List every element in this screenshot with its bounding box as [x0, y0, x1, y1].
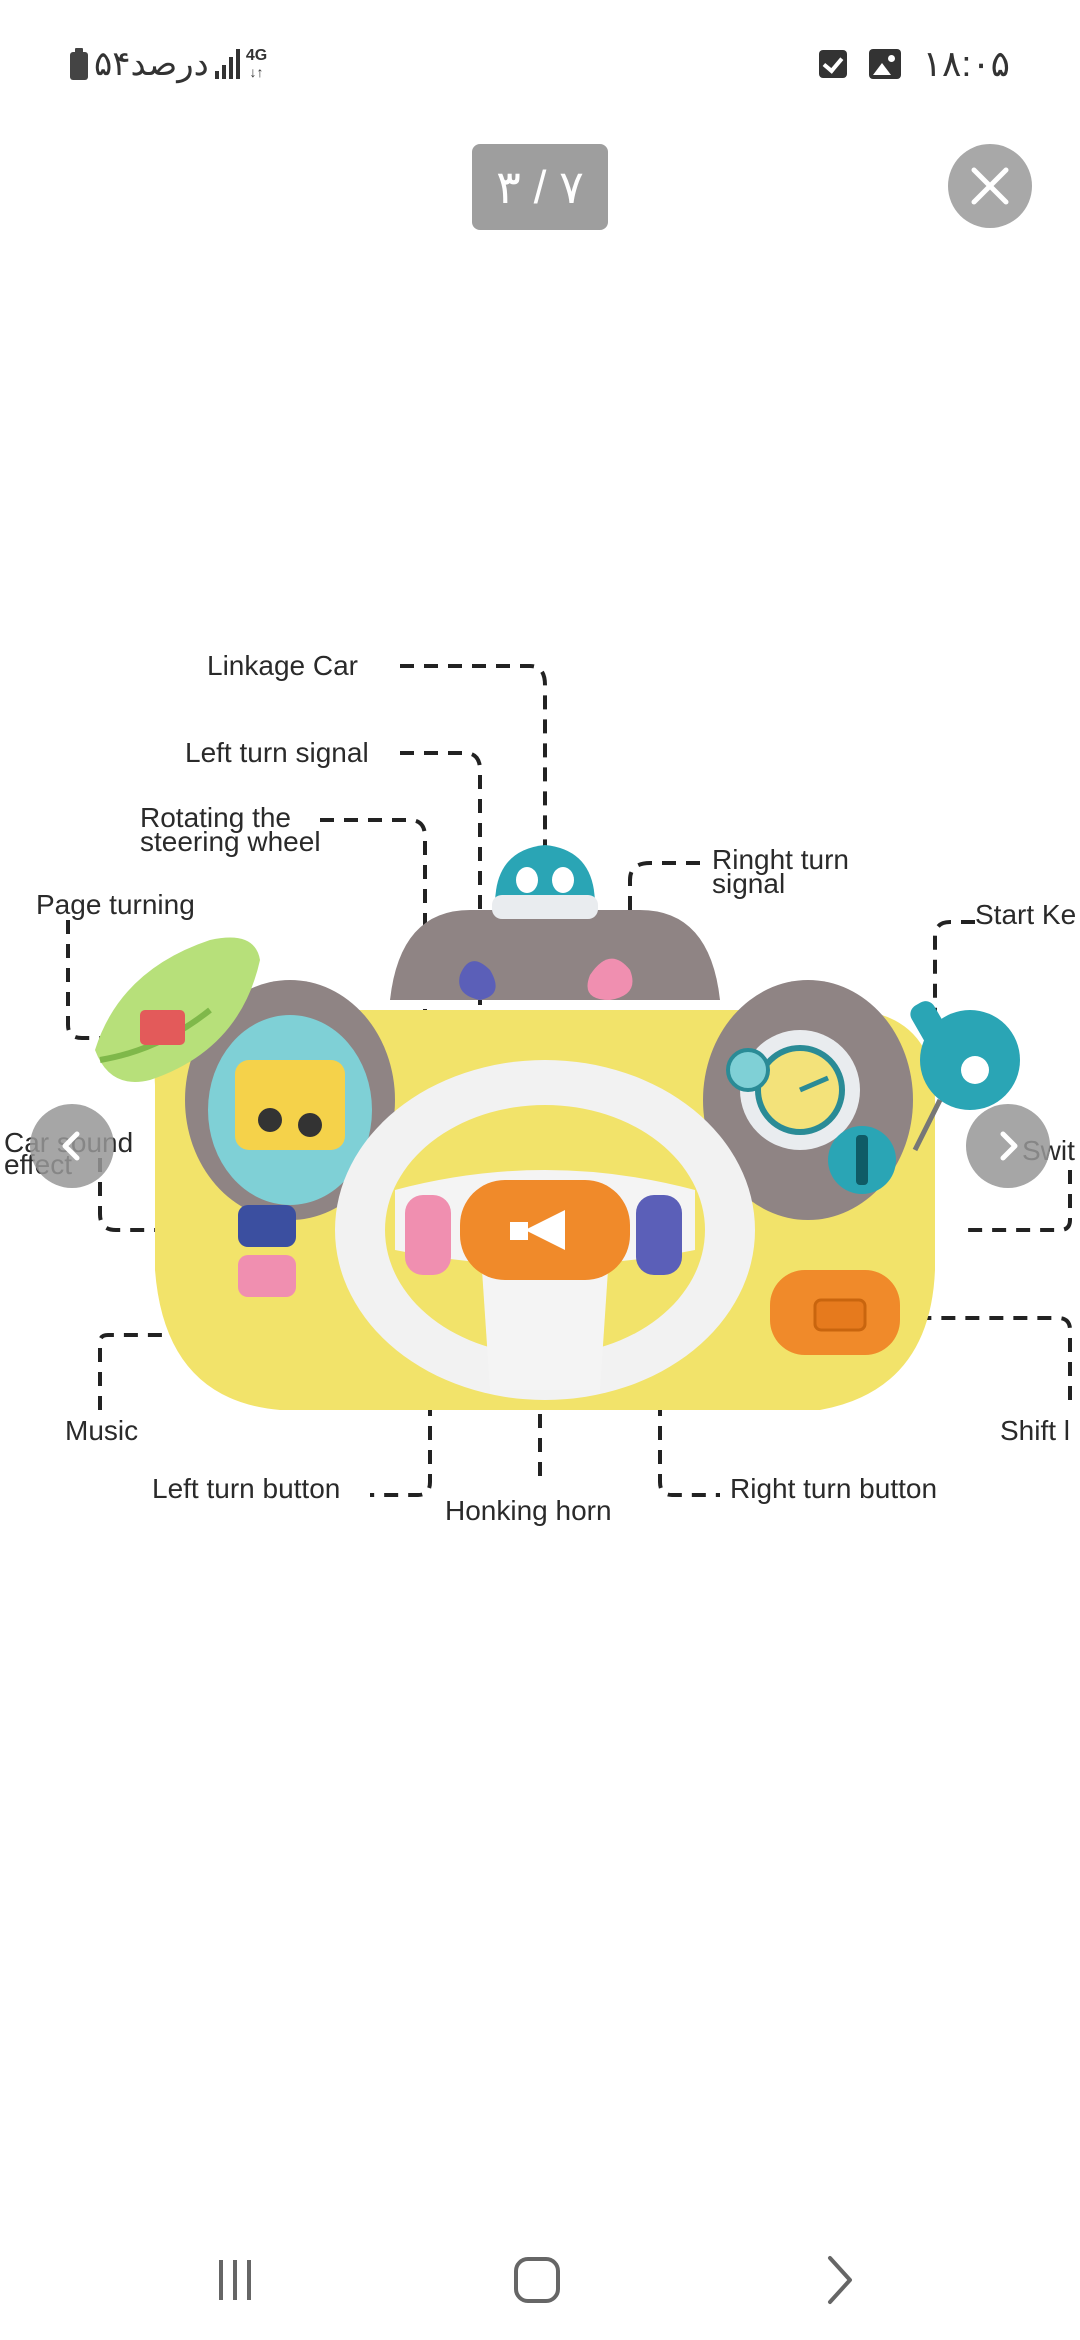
product-image: Linkage Car Left turn signal Rotating th… [0, 630, 1080, 1550]
close-button[interactable] [948, 144, 1032, 228]
label-rotating-line2: steering wheel [140, 826, 321, 857]
system-navigation-bar [0, 2220, 1080, 2320]
label-honking-horn: Honking horn [445, 1495, 612, 1526]
toy-steering-wheel-illustration [66, 664, 1072, 1497]
status-right: ۱۸:۰۵ [818, 42, 1010, 86]
close-icon [971, 167, 1009, 205]
home-icon [514, 2257, 560, 2303]
previous-image-button[interactable] [30, 1104, 114, 1188]
signal-icon [214, 49, 240, 79]
label-left-turn-button: Left turn button [152, 1473, 341, 1504]
status-bar: ۵۴درصد 4G ↓↑ ۱۸:۰۵ [0, 0, 1080, 125]
label-right-turn-signal: Ringht turn signal [712, 844, 849, 899]
gallery-notification-icon [868, 49, 901, 79]
recent-apps-icon [219, 2260, 251, 2300]
next-image-button[interactable] [966, 1104, 1050, 1188]
status-left: ۵۴درصد 4G ↓↑ [70, 42, 267, 86]
checkbox-notification-icon [818, 50, 847, 78]
label-start-key: Start Ke [975, 899, 1077, 930]
label-right-turn-line2: signal [712, 868, 786, 899]
home-button[interactable] [497, 2240, 577, 2320]
label-page-turning: Page turning [36, 889, 195, 920]
label-right-turn-button: Right turn button [730, 1473, 938, 1504]
network-indicator: 4G ↓↑ [245, 47, 268, 81]
label-left-turn-signal: Left turn signal [185, 737, 369, 768]
battery-icon [70, 48, 88, 80]
chevron-left-icon [62, 1131, 80, 1161]
label-right-turn-line1: Ringht turn [712, 844, 849, 875]
label-rotating-line1: Rotating the [140, 802, 291, 833]
network-type: 4G [245, 47, 268, 64]
image-counter: ۳ / ۷ [472, 144, 608, 230]
label-music: Music [65, 1415, 139, 1446]
chevron-right-icon [828, 2256, 852, 2304]
clock: ۱۸:۰۵ [922, 43, 1010, 84]
chevron-right-icon [1000, 1131, 1018, 1161]
label-rotating-wheel: Rotating the steering wheel [140, 802, 321, 857]
battery-percentage: ۵۴درصد [94, 45, 209, 83]
back-button[interactable] [800, 2240, 880, 2320]
label-linkage-car: Linkage Car [207, 650, 358, 681]
recent-apps-button[interactable] [195, 2240, 275, 2320]
label-shift: Shift l [1000, 1415, 1071, 1446]
